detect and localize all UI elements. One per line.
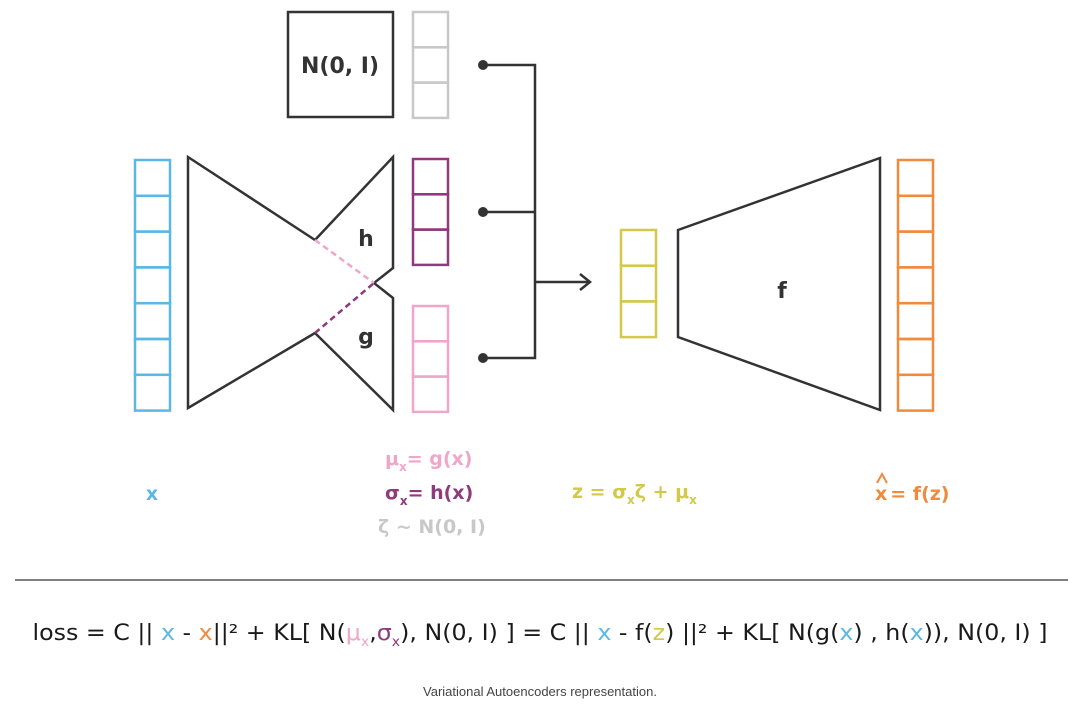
vec-x-cell [133,194,172,233]
vec-x-cell [133,373,172,412]
vec-xhat-cell [896,337,935,377]
decoder-shape [676,156,882,412]
xhat-equation: x= f(z) [875,483,950,505]
figure-caption: Variational Autoencoders representation. [423,684,657,699]
vec-sigma-cell [411,228,450,267]
vec-z-cell [619,300,658,339]
vec-mu-cell [411,340,450,378]
vec-xhat-cell [896,373,935,412]
vec-xhat-cell [896,158,935,198]
vec-xhat-cell [896,301,935,341]
connector-dot-mu [478,353,488,363]
z-equation: z = σxζ + μx [572,481,697,507]
connector-dot-sigma [478,207,488,217]
sigma-equation: σx= h(x) [385,482,473,508]
encoder-dashed-g [314,282,375,334]
g-label: g [358,325,374,350]
vec-xhat-cell [896,266,935,305]
mu-vector [411,304,450,414]
latent-vector-z [619,228,658,339]
vec-sigma-cell [411,193,450,231]
encoder-shape [186,153,395,413]
x-label: x [146,483,158,505]
connector-dot-noise [478,60,488,70]
sigma-vector [411,157,450,267]
vec-noise-cell [411,10,450,49]
output-vector-xhat [896,158,935,412]
vec-x-cell [133,158,172,198]
sampling-connectors [483,63,593,360]
h-label: h [358,227,374,252]
vec-xhat-cell [896,194,935,233]
noise-vector [411,10,450,120]
mu-equation: μx= g(x) [385,448,473,474]
normal-box-label: N(0, I) [301,54,379,79]
vec-mu-cell [411,304,450,343]
vec-sigma-cell [411,157,450,196]
vec-z-cell [619,228,658,267]
zeta-equation: ζ ~ N(0, I) [378,516,486,538]
f-label: f [777,279,787,304]
vec-x-cell [133,230,172,269]
xhat-hat-mark [876,471,888,484]
vec-mu-cell [411,375,450,414]
vec-xhat-cell [896,230,935,269]
encoder-dashed-h [314,238,375,285]
vec-noise-cell [411,46,450,84]
loss-formula: loss = C || x - x||² + KL[ N(μx,σx), N(0… [33,621,1048,650]
vec-x-cell [133,266,172,305]
vec-x-cell [133,301,172,341]
vec-noise-cell [411,81,450,120]
normal-distribution-box [286,10,395,119]
vec-x-cell [133,337,172,377]
input-vector-x [133,158,172,412]
vec-z-cell [619,264,658,303]
